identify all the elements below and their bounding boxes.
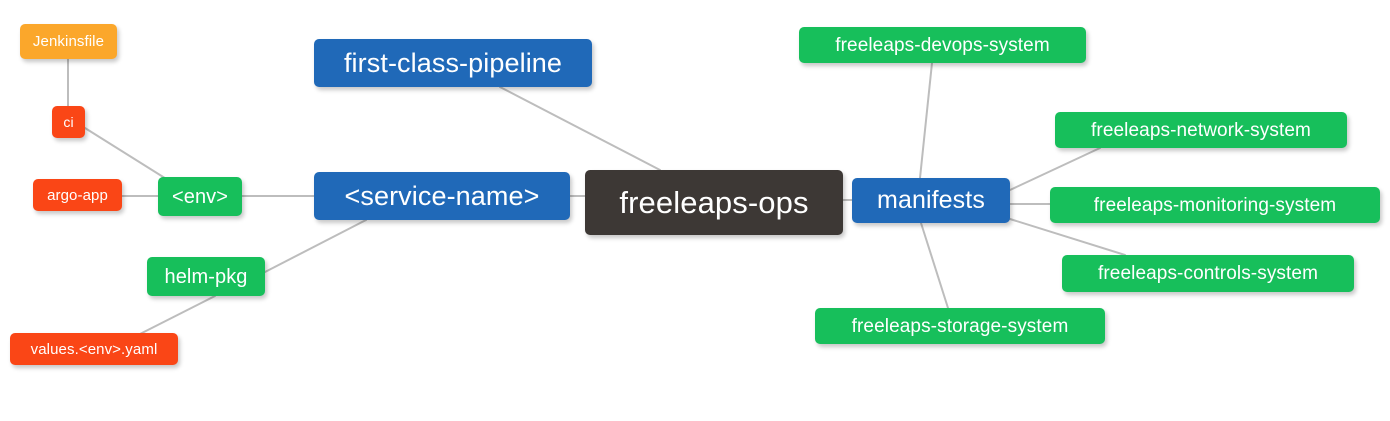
- node-label-first-class-pipeline: first-class-pipeline: [343, 47, 563, 78]
- node-jenkinsfile[interactable]: Jenkinsfile: [20, 24, 117, 59]
- node-label-freeleaps-devops-system: freeleaps-devops-system: [835, 34, 1050, 56]
- edge-manifests-devops: [919, 62, 933, 179]
- edge-ci-env: [84, 127, 169, 181]
- node-label-freeleaps-monitoring-system: freeleaps-monitoring-system: [1093, 194, 1337, 216]
- edge-manifests-storage: [920, 222, 949, 309]
- node-label-service-name: <service-name>: [344, 180, 540, 211]
- node-helm-pkg[interactable]: helm-pkg: [147, 257, 265, 296]
- edge-pipeline-ops: [499, 86, 661, 171]
- node-freeleaps-controls-system[interactable]: freeleaps-controls-system: [1062, 255, 1354, 292]
- node-label-manifests: manifests: [877, 186, 985, 214]
- node-freeleaps-monitoring-system[interactable]: freeleaps-monitoring-system: [1050, 187, 1380, 223]
- node-values-env-yaml[interactable]: values.<env>.yaml: [10, 333, 178, 365]
- edge-helmpkg-values: [135, 295, 216, 337]
- node-manifests[interactable]: manifests: [852, 178, 1010, 223]
- node-freeleaps-network-system[interactable]: freeleaps-network-system: [1055, 112, 1347, 148]
- node-label-values-env-yaml: values.<env>.yaml: [30, 340, 158, 358]
- node-freeleaps-devops-system[interactable]: freeleaps-devops-system: [799, 27, 1086, 63]
- node-label-freeleaps-network-system: freeleaps-network-system: [1091, 119, 1311, 141]
- node-label-ci: ci: [63, 114, 74, 130]
- node-label-jenkinsfile: Jenkinsfile: [32, 33, 105, 50]
- node-freeleaps-ops[interactable]: freeleaps-ops: [585, 170, 843, 235]
- node-freeleaps-storage-system[interactable]: freeleaps-storage-system: [815, 308, 1105, 344]
- node-label-freeleaps-storage-system: freeleaps-storage-system: [851, 315, 1069, 337]
- node-first-class-pipeline[interactable]: first-class-pipeline: [314, 39, 592, 87]
- node-argo-app[interactable]: argo-app: [33, 179, 122, 211]
- node-label-freeleaps-controls-system: freeleaps-controls-system: [1097, 263, 1319, 284]
- node-service-name[interactable]: <service-name>: [314, 172, 570, 220]
- edge-servicename-helmpkg: [264, 219, 367, 273]
- node-label-env: <env>: [171, 185, 229, 208]
- node-label-argo-app: argo-app: [47, 186, 108, 204]
- node-label-helm-pkg: helm-pkg: [164, 265, 248, 288]
- node-env[interactable]: <env>: [158, 177, 242, 216]
- node-label-freeleaps-ops: freeleaps-ops: [619, 185, 809, 220]
- node-ci[interactable]: ci: [52, 106, 85, 138]
- edge-manifests-controls: [1009, 218, 1126, 256]
- edge-manifests-network: [1009, 147, 1101, 191]
